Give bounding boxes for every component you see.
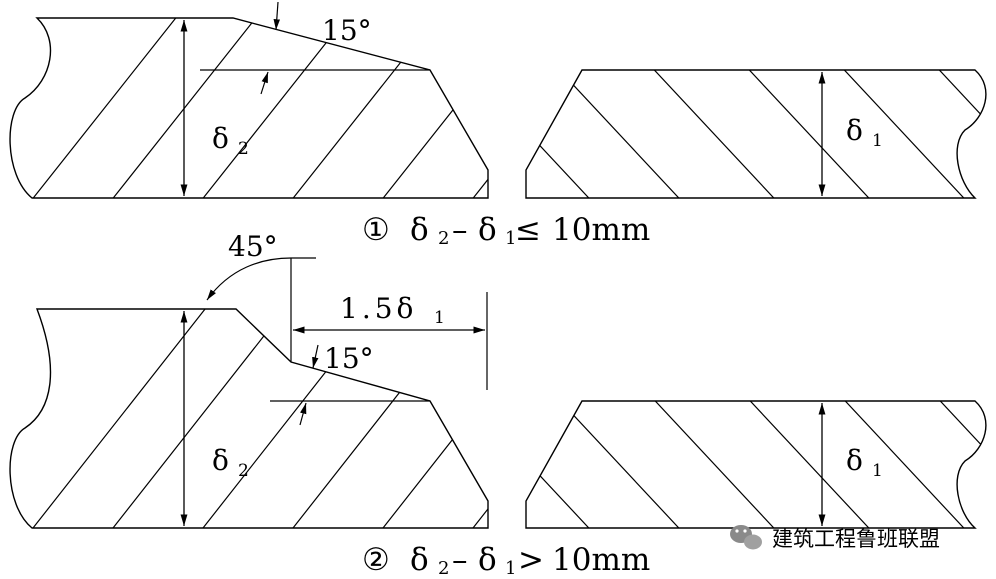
- angle-15-arrow-bottom: [299, 402, 307, 426]
- angle-arrow-top: [273, 1, 281, 31]
- thin-dimension-label: δ: [846, 114, 863, 147]
- thick-dimension-sub: 2: [238, 139, 249, 159]
- svg-text:δ: δ: [478, 542, 497, 578]
- offset-sub: 1: [434, 308, 445, 328]
- thin-plate-2: [525, 400, 987, 529]
- hatch-lines: [526, 401, 986, 528]
- svg-text:δ: δ: [410, 212, 429, 248]
- thick-dimension-label: δ: [212, 122, 229, 155]
- thin-dimension-sub: 1: [872, 461, 883, 481]
- svg-text:②: ②: [362, 542, 390, 578]
- svg-text:–: –: [452, 212, 468, 248]
- svg-text:1: 1: [505, 228, 516, 249]
- thick-dimension-sub: 2: [238, 461, 249, 481]
- thick-plate-outline: [9, 17, 489, 199]
- svg-text:①: ①: [362, 212, 390, 248]
- angle-45-label: 45°: [228, 230, 278, 263]
- caption-2: ② δ 2 – δ 1 > 10mm: [362, 542, 650, 579]
- svg-text:2: 2: [438, 228, 449, 249]
- thin-dimension-sub: 1: [872, 131, 883, 151]
- angle-45-arc: [206, 257, 292, 301]
- wechat-icon: [730, 525, 762, 550]
- caption-1: ① δ 2 – δ 1 ≤ 10mm: [362, 212, 650, 249]
- svg-text:10mm: 10mm: [552, 542, 650, 578]
- thin-dimension-label: δ: [846, 444, 863, 477]
- svg-text:>: >: [518, 542, 544, 578]
- svg-text:δ: δ: [478, 212, 497, 248]
- angle-15-label: 15°: [322, 14, 372, 47]
- angle-arrow-bottom: [260, 71, 269, 95]
- thick-plate-outline: [9, 308, 489, 529]
- thin-plate-outline: [525, 69, 987, 199]
- angle-15-label: 15°: [324, 342, 374, 375]
- offset-label: 1.5δ: [340, 292, 417, 325]
- watermark: 建筑工程鲁班联盟: [730, 525, 940, 551]
- thick-dimension-label: δ: [212, 444, 229, 477]
- svg-text:10mm: 10mm: [552, 212, 650, 248]
- svg-text:≤: ≤: [515, 212, 541, 248]
- svg-text:–: –: [452, 542, 468, 578]
- angle-15-arrow-top: [312, 344, 319, 369]
- svg-text:2: 2: [438, 558, 449, 579]
- thick-plate-1: [9, 17, 489, 199]
- svg-text:δ: δ: [410, 542, 429, 578]
- figure-1: 15° δ 2 δ 1 ① δ 2 – δ 1 ≤ 10mm: [9, 1, 987, 249]
- hatch-lines: [526, 70, 986, 198]
- thin-plate-1: [525, 69, 987, 199]
- svg-text:1: 1: [505, 558, 516, 579]
- thin-plate-outline: [525, 400, 987, 529]
- watermark-text: 建筑工程鲁班联盟: [772, 527, 940, 551]
- hatch-lines: [10, 18, 489, 198]
